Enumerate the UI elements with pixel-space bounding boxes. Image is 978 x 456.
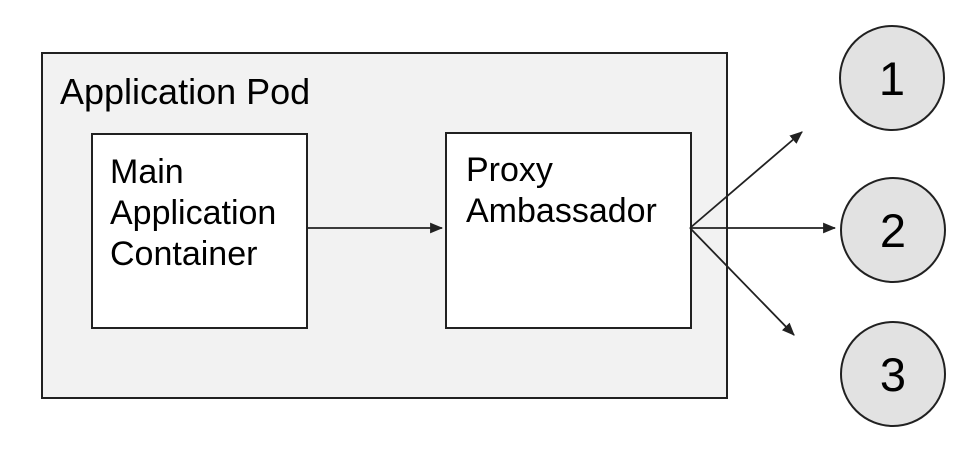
main-application-container-label: Main Application Container <box>110 153 277 273</box>
endpoint-3: 3 <box>840 321 946 427</box>
endpoint-1: 1 <box>839 25 945 131</box>
application-pod: Application Pod Main Application Contain… <box>41 52 728 399</box>
endpoint-3-label: 3 <box>879 347 907 401</box>
proxy-ambassador-label: Proxy Ambassador <box>466 151 657 230</box>
main-application-container-node: Main Application Container <box>91 133 308 329</box>
proxy-ambassador-node: Proxy Ambassador <box>445 132 692 329</box>
endpoint-2: 2 <box>840 177 946 283</box>
endpoint-2-label: 2 <box>879 203 907 257</box>
endpoint-1-label: 1 <box>878 51 906 105</box>
application-pod-label: Application Pod <box>60 71 311 112</box>
